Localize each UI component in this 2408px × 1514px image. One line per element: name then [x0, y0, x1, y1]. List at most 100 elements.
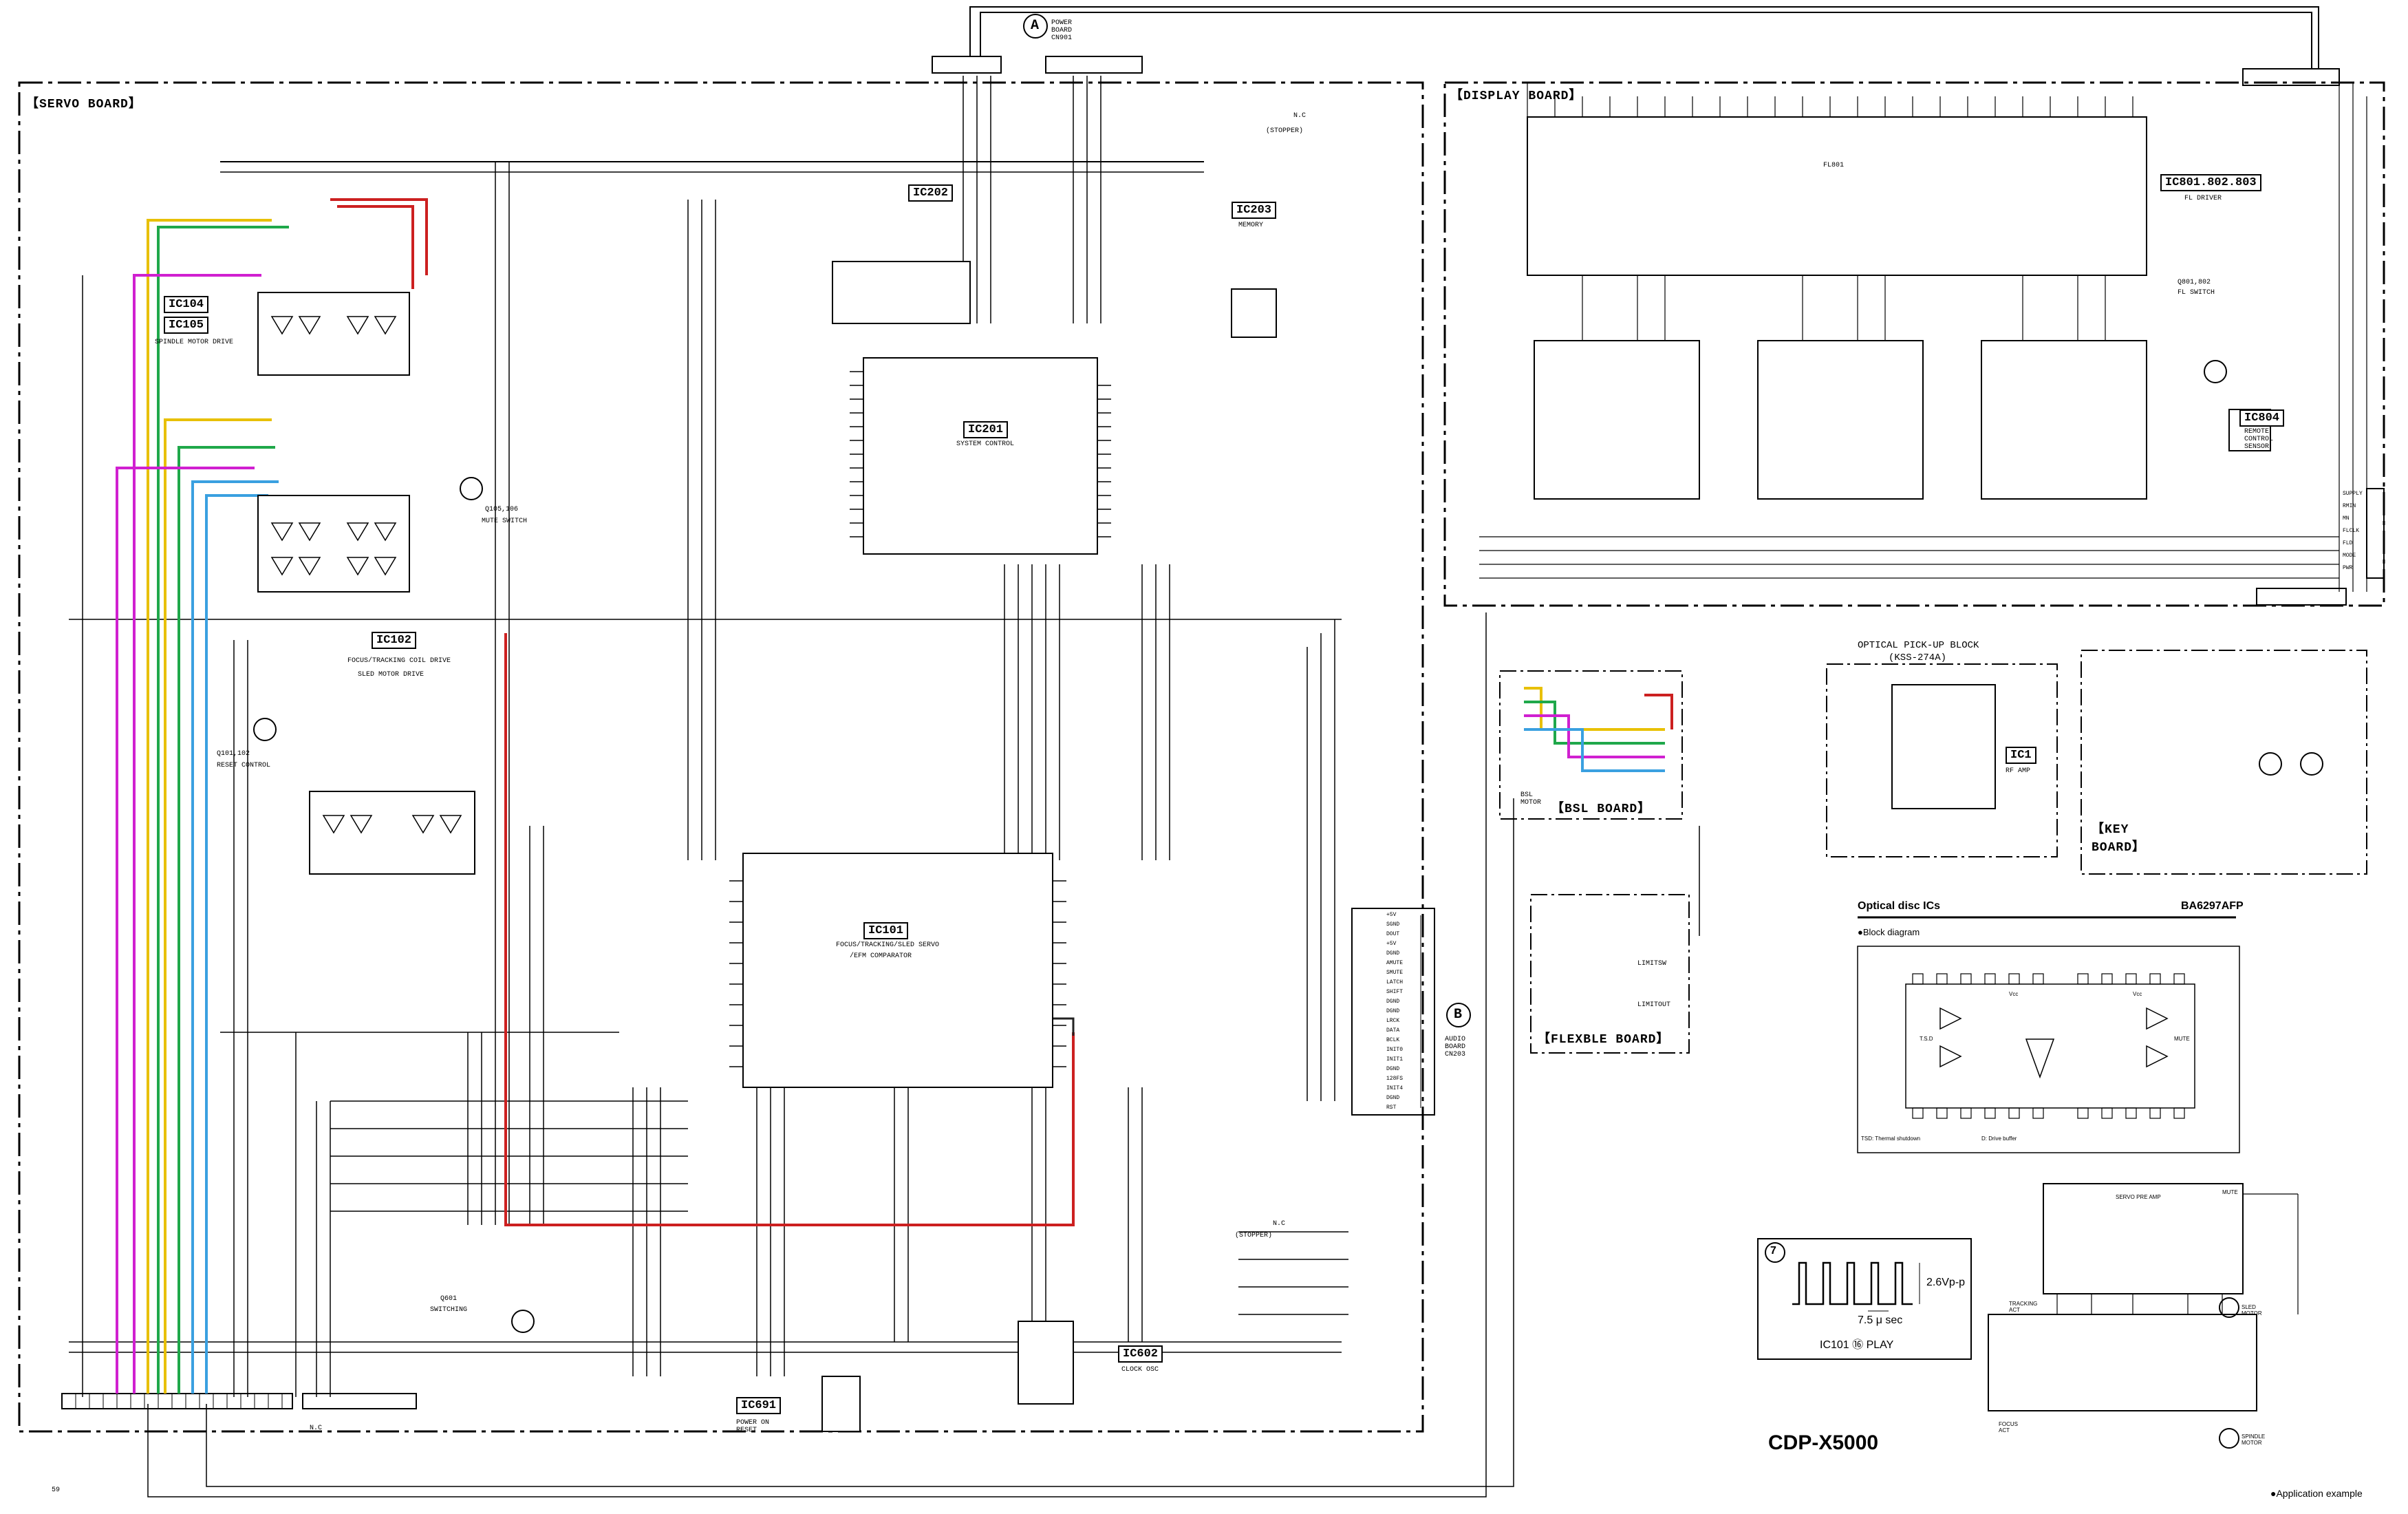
ic104-body [257, 292, 410, 376]
block-diagram-label: ●Block diagram [1858, 927, 1920, 937]
ic691-desc: POWER ON RESET [736, 1419, 770, 1434]
ic104-tag: IC104 [164, 296, 209, 313]
nc-label-3: N.C [310, 1425, 323, 1432]
ic201-desc: SYSTEM CONTROL [956, 440, 1015, 448]
audio-pin-3: +5V [1386, 941, 1397, 947]
focus-act-label: FOCUS ACT [1999, 1421, 2018, 1433]
ic102-desc-2: SLED MOTOR DRIVE [358, 671, 424, 679]
bsl-board-title: 【BSL BOARD】 [1551, 802, 1651, 816]
q101-label: Q101,102 [217, 750, 250, 758]
ic102-body [309, 791, 475, 875]
audio-pin-11: LRCK [1386, 1018, 1400, 1024]
audio-pin-18: INIT4 [1386, 1085, 1404, 1091]
audio-pin-14: INIT0 [1386, 1047, 1404, 1053]
sled-motor-label: SLED MOTOR [2242, 1304, 2262, 1316]
nc-label-1: N.C [1293, 112, 1307, 120]
ic803-body [1981, 340, 2147, 500]
display-pin-4: FLD [2343, 540, 2353, 546]
ic602-body [1018, 1321, 1074, 1405]
q801-label: Q801,802 [2178, 279, 2211, 286]
ic202-tag: IC202 [908, 184, 954, 202]
display-pin-3: FLCLK [2343, 528, 2360, 534]
ic101-body [742, 853, 1053, 1088]
ic201-body [863, 357, 1098, 555]
ic691-tag: IC691 [736, 1397, 782, 1414]
audio-pin-13: BCLK [1386, 1037, 1400, 1043]
spindle-motor-label: SPINDLE MOTOR [2242, 1433, 2266, 1446]
q105-label: Q105,106 [485, 506, 519, 513]
optical-block-title-1: OPTICAL PICK-UP BLOCK [1858, 640, 1979, 651]
audio-pin-10: DGND [1386, 1008, 1400, 1014]
ic203-tag: IC203 [1232, 202, 1277, 219]
ic105-body [257, 495, 410, 593]
ic101-desc-1: FOCUS/TRACKING/SLED SERVO [836, 941, 940, 949]
waveform-trace [1792, 1261, 1913, 1305]
audio-pin-1: SGND [1386, 921, 1400, 928]
tsd-note: TSD: Thermal shutdown [1861, 1136, 1921, 1142]
bsl-board-outline [1499, 670, 1683, 820]
mute-label: MUTE [2222, 1189, 2238, 1195]
fl-switch-label: FL SWITCH [2178, 289, 2215, 297]
display-pin-5: MODE [2343, 553, 2356, 559]
tsd-block-label: T.S.D [1920, 1036, 1933, 1042]
display-pin-1: RMIN [2343, 503, 2356, 509]
vcc-label-2: Vcc [2133, 991, 2142, 997]
mute-switch-label: MUTE SWITCH [482, 518, 528, 525]
waveform-caption: IC101 ⑯ PLAY [1820, 1339, 1894, 1351]
mute-block-label: MUTE [2174, 1036, 2190, 1042]
d-note: D: Drive buffer [1981, 1136, 2017, 1142]
display-pin-0: SUPPLY [2343, 491, 2363, 497]
switching-label: SWITCHING [430, 1306, 468, 1314]
key-board-title: 【KEY BOARD】 [2092, 823, 2146, 855]
ic801-tag: IC801.802.803 [2160, 174, 2261, 191]
key-board-outline [2081, 650, 2367, 875]
optical-disc-ics-heading: Optical disc ICs [1858, 900, 1941, 912]
limit-sw-label: LIMITSW [1637, 960, 1667, 968]
ic201-tag: IC201 [963, 421, 1009, 438]
ic801-desc: FL DRIVER [2184, 195, 2222, 202]
waveform-box [1757, 1238, 1972, 1360]
display-board-title: 【DISPLAY BOARD】 [1450, 89, 1582, 103]
ic101-tag: IC101 [863, 922, 909, 939]
audio-board-label: AUDIO BOARD CN203 [1445, 1036, 1466, 1058]
audio-pin-16: DGND [1386, 1066, 1400, 1072]
audio-pin-20: RST [1386, 1105, 1397, 1111]
ic1-tag: IC1 [2006, 747, 2036, 764]
display-pin-6: PWR [2343, 565, 2353, 571]
audio-pin-15: INIT1 [1386, 1056, 1404, 1063]
page-number: 59 [52, 1486, 61, 1494]
ic202-body [832, 261, 971, 324]
optical-block-title-2: (KSS-274A) [1889, 652, 1947, 663]
flexible-board-outline [1530, 894, 1690, 1054]
stopper-label-2: (STOPPER) [1235, 1232, 1273, 1239]
audio-pin-0: +5V [1386, 912, 1397, 918]
fl-tube-body [1527, 116, 2147, 276]
optical-block-outline [1826, 663, 2058, 857]
ic801-body [1534, 340, 1700, 500]
audio-pin-9: DGND [1386, 999, 1400, 1005]
nc-label-2: N.C [1273, 1220, 1286, 1228]
audio-pin-12: DATA [1386, 1027, 1400, 1034]
bsl-motor-label: BSL MOTOR [1520, 791, 1542, 807]
ic1-desc: RF AMP [2006, 767, 2031, 775]
ic102-tag: IC102 [372, 632, 417, 649]
ic1-body [1891, 684, 1996, 809]
ic691-body [821, 1376, 861, 1432]
display-pin-2: MN [2343, 515, 2350, 522]
ic104-desc: SPINDLE MOTOR DRIVE [155, 339, 234, 346]
power-board-label: POWER BOARD CN901 [1051, 19, 1073, 42]
ic804-tag: IC804 [2239, 409, 2285, 427]
model-name: CDP-X5000 [1768, 1431, 1879, 1454]
ic203-desc: MEMORY [1238, 222, 1264, 229]
flexible-board-title: 【FLEXBLE BOARD】 [1538, 1033, 1670, 1047]
ic203-body [1231, 288, 1277, 338]
connector-a: A [1031, 18, 1040, 34]
ic105-tag: IC105 [164, 317, 209, 334]
audio-pin-5: AMUTE [1386, 960, 1404, 966]
audio-pin-7: LATCH [1386, 979, 1404, 985]
q601-label: Q601 [440, 1295, 458, 1303]
limit-out-label: LIMITOUT [1637, 1001, 1671, 1009]
waveform-amplitude: 2.6Vp-p [1926, 1277, 1966, 1288]
application-example-label: ●Application example [2270, 1488, 2363, 1499]
